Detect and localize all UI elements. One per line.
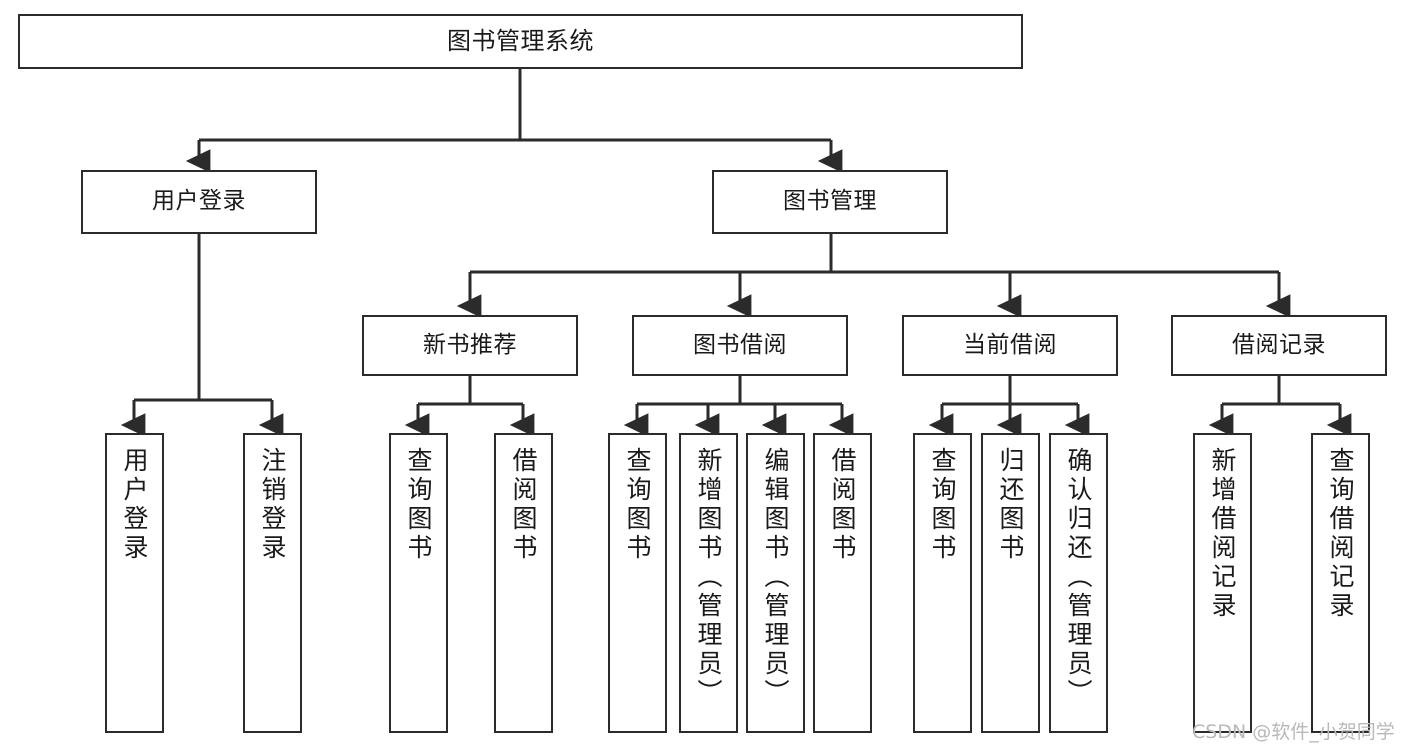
node-new-book-recommend[interactable]: 新书推荐	[362, 315, 578, 376]
node-book-borrow[interactable]: 图书借阅	[632, 315, 848, 376]
node-label: 新书推荐	[423, 331, 517, 358]
node-label: 图书管理	[783, 188, 877, 215]
node-label: 编辑图书（管理员）	[761, 447, 790, 708]
node-label: 用户登录	[152, 188, 246, 215]
node-leaf-user-login[interactable]: 用户登录	[105, 433, 164, 733]
node-borrow-record[interactable]: 借阅记录	[1171, 315, 1387, 376]
node-current-borrow[interactable]: 当前借阅	[902, 315, 1118, 376]
node-label: 查询图书	[928, 447, 957, 563]
node-leaf-borrow-book[interactable]: 借阅图书	[813, 433, 872, 733]
node-leaf-add-borrow-record[interactable]: 新增借阅记录	[1193, 433, 1252, 733]
node-label: 新增图书（管理员）	[694, 447, 723, 708]
node-label: 借阅记录	[1232, 331, 1326, 358]
node-label: 当前借阅	[963, 331, 1057, 358]
node-label: 归还图书	[996, 447, 1025, 563]
node-label: 确认归还（管理员）	[1064, 447, 1093, 708]
node-leaf-query-book-current[interactable]: 查询图书	[913, 433, 972, 733]
node-label: 查询借阅记录	[1326, 447, 1355, 621]
node-label: 借阅图书	[509, 447, 538, 563]
node-label: 查询图书	[404, 447, 433, 563]
node-label: 图书借阅	[693, 331, 787, 358]
node-leaf-query-borrow-record[interactable]: 查询借阅记录	[1311, 433, 1370, 733]
node-label: 用户登录	[120, 447, 149, 563]
node-leaf-confirm-return-admin[interactable]: 确认归还（管理员）	[1049, 433, 1108, 733]
node-leaf-edit-book-admin[interactable]: 编辑图书（管理员）	[746, 433, 805, 733]
node-leaf-borrow-book-recommend[interactable]: 借阅图书	[494, 433, 553, 733]
node-leaf-return-book[interactable]: 归还图书	[981, 433, 1040, 733]
node-leaf-logout[interactable]: 注销登录	[243, 433, 302, 733]
node-leaf-query-book-recommend[interactable]: 查询图书	[389, 433, 448, 733]
node-label: 借阅图书	[828, 447, 857, 563]
csdn-watermark: CSDN @软件_小贺同学	[1192, 721, 1395, 743]
node-label: 新增借阅记录	[1208, 447, 1237, 621]
node-root-book-management-system[interactable]: 图书管理系统	[18, 14, 1023, 69]
node-leaf-add-book-admin[interactable]: 新增图书（管理员）	[679, 433, 738, 733]
node-book-management[interactable]: 图书管理	[712, 170, 948, 234]
node-label: 图书管理系统	[447, 27, 594, 56]
node-user-login[interactable]: 用户登录	[81, 170, 317, 234]
node-leaf-query-book-borrow[interactable]: 查询图书	[608, 433, 667, 733]
node-label: 注销登录	[258, 447, 287, 563]
node-label: 查询图书	[623, 447, 652, 563]
